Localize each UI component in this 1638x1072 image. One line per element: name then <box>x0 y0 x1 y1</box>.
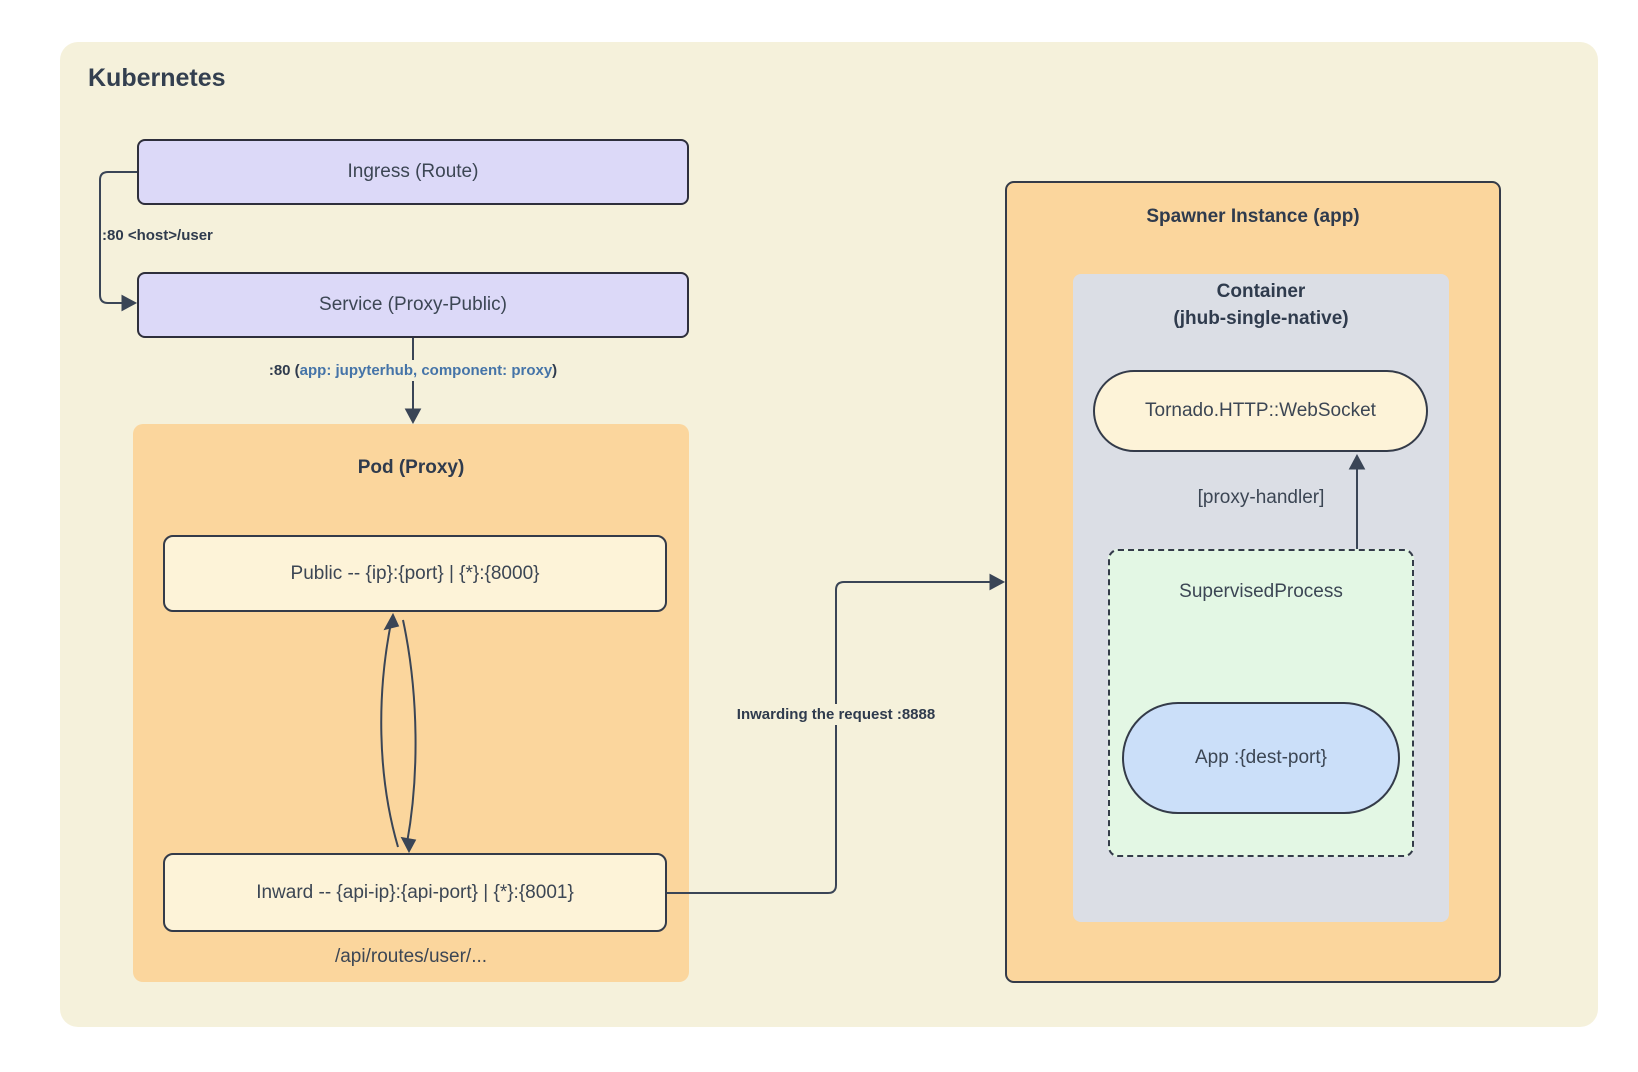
edge-label-port-prefix: :80 ( <box>268 362 300 379</box>
pod-proxy-title: Pod (Proxy) <box>357 457 465 478</box>
public-endpoint-label: Public -- {ip}:{port} | {*}:{8000} <box>290 562 540 584</box>
kubernetes-title: Kubernetes <box>88 64 226 92</box>
service-node: Service (Proxy-Public) <box>137 272 689 338</box>
edge-label-inwarding-request: Inwarding the request :8888 <box>729 704 943 725</box>
proxy-handler-note: [proxy-handler] <box>1197 487 1325 508</box>
inward-endpoint-label: Inward -- {api-ip}:{api-port} | {*}:{800… <box>256 881 574 903</box>
api-routes-note: /api/routes/user/... <box>334 946 488 967</box>
tornado-websocket-label: Tornado.HTTP::WebSocket <box>1145 400 1376 421</box>
ingress-node: Ingress (Route) <box>137 139 689 205</box>
app-dest-port-node: App :{dest-port} <box>1122 702 1400 814</box>
supervised-process-label: SupervisedProcess <box>1179 581 1343 602</box>
container-title-line2: (jhub-single-native) <box>1173 308 1349 329</box>
edge-label-selector-tags: app: jupyterhub, component: proxy <box>299 362 553 379</box>
spawner-instance-title: Spawner Instance (app) <box>1146 206 1360 227</box>
edge-label-close-paren: ) <box>552 362 558 379</box>
app-dest-port-label: App :{dest-port} <box>1194 747 1328 768</box>
inward-endpoint-node: Inward -- {api-ip}:{api-port} | {*}:{800… <box>163 853 667 932</box>
edge-label-host-user: :80 <host>/user <box>102 227 213 244</box>
tornado-websocket-node: Tornado.HTTP::WebSocket <box>1093 370 1428 452</box>
edge-label-service-selector: :80 (app: jupyterhub, component: proxy) <box>261 360 565 381</box>
container-title-line1: Container <box>1216 281 1306 302</box>
service-label: Service (Proxy-Public) <box>319 294 507 315</box>
public-endpoint-node: Public -- {ip}:{port} | {*}:{8000} <box>163 535 667 612</box>
supervised-process-group: SupervisedProcess App :{dest-port} <box>1108 549 1414 857</box>
container-title: Container (jhub-single-native) <box>1073 278 1449 332</box>
ingress-label: Ingress (Route) <box>347 161 479 182</box>
